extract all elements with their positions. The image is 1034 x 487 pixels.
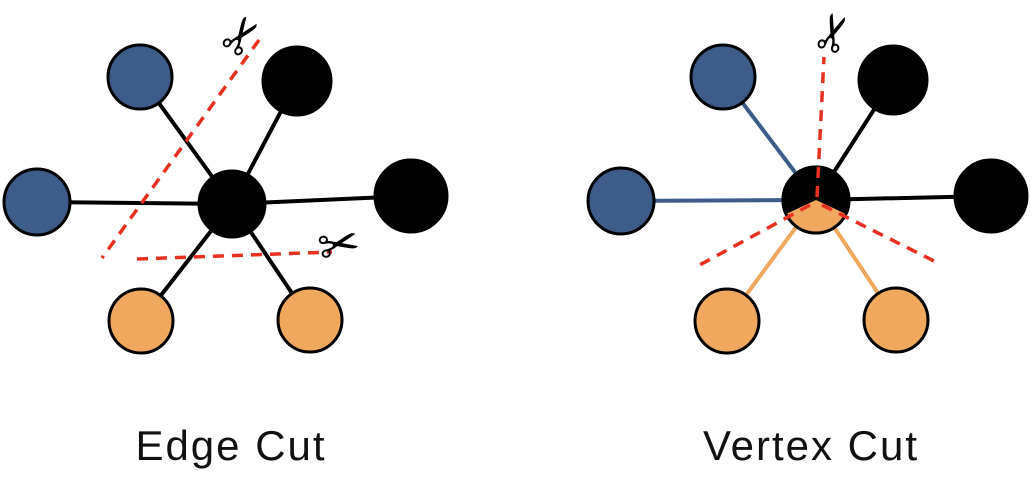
scissors-icon: ✂ <box>800 4 868 62</box>
edge-cut-panel: ✂ ✂ Edge Cut <box>2 2 449 469</box>
vertex-cut-node-orange-bottomright <box>862 286 930 354</box>
vertex-cut-node-black-topright <box>857 44 929 116</box>
edge-cut-label: Edge Cut <box>135 422 326 469</box>
vertex-cut-label: Vertex Cut <box>703 422 919 469</box>
edge-cut-line-horizontal <box>136 250 333 261</box>
edge-cut-node-orange-bottomright <box>276 286 344 354</box>
edge-cut-node-blue-topleft <box>106 43 174 111</box>
edge-cut-node-black-right <box>373 158 449 234</box>
vertex-cut-line-up <box>815 56 826 198</box>
vertex-cut-node-orange-bottomleft <box>693 287 761 355</box>
edge-cut-line-diagonal <box>100 38 261 260</box>
vertex-cut-center-node-outline <box>781 165 851 235</box>
edge-cut-node-blue-left <box>2 167 72 237</box>
edge-cut-node-black-topright <box>261 45 333 117</box>
edge-cut-node-orange-bottomleft <box>107 287 175 355</box>
vertex-cut-node-blue-topleft <box>689 43 757 111</box>
scissors-icon: ✂ <box>312 212 365 277</box>
vertex-cut-line-lowerright <box>821 203 935 263</box>
scissors-icon: ✂ <box>206 2 278 70</box>
vertex-cut-panel: ✂ Vertex Cut <box>586 4 1029 469</box>
vertex-cut-node-blue-left <box>586 166 656 236</box>
edge-cut-center-node <box>197 169 267 239</box>
vertex-cut-line-lowerleft <box>695 203 811 269</box>
vertex-cut-node-black-right <box>953 158 1029 234</box>
